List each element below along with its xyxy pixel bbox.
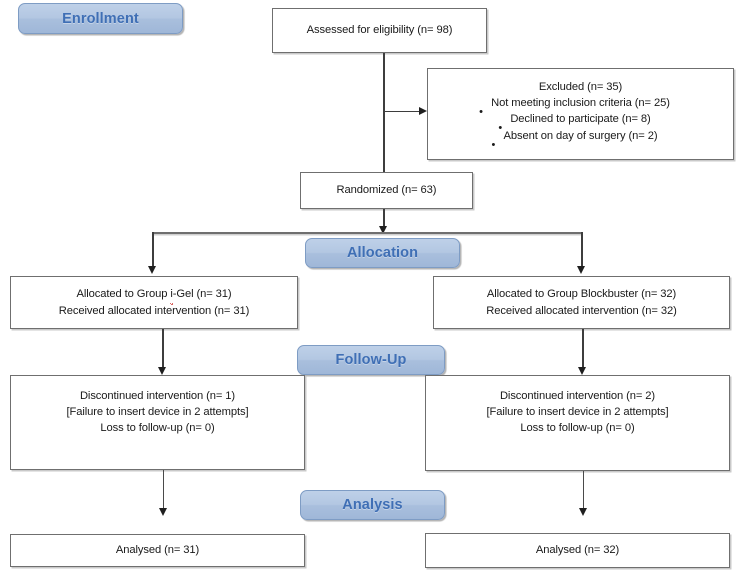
excluded-item-0: Not meeting inclusion criteria (n= 25) xyxy=(491,97,670,110)
arrowhead-left-followup xyxy=(158,367,166,375)
arrowhead-right-analysed xyxy=(579,508,587,516)
arrowhead-allocation-right xyxy=(577,266,585,274)
allocated-right-line-1: Allocated to Group Blockbuster (n= 32) xyxy=(486,288,677,301)
list-item: Absent on day of surgery (n= 2) xyxy=(428,128,733,154)
box-followup-blockbuster: Discontinued intervention (n= 2) [Failur… xyxy=(425,375,730,471)
connector-allocation-split-bar xyxy=(152,232,582,234)
connector-left-allocation-to-followup xyxy=(162,329,164,371)
randomized-line-1: Randomized (n= 63) xyxy=(336,184,437,197)
stage-banner-followup: Follow-Up xyxy=(297,345,445,375)
connector-right-allocation-to-followup xyxy=(582,329,584,371)
allocated-left-prefix: Allocated to Group xyxy=(76,288,171,301)
stage-banner-enrollment: Enrollment xyxy=(18,3,183,34)
box-allocated-blockbuster: Allocated to Group Blockbuster (n= 32) R… xyxy=(433,276,730,329)
box-analysed-igel: Analysed (n= 31) xyxy=(10,534,305,567)
followup-left-line-2: [Failure to insert device in 2 attempts] xyxy=(66,406,249,419)
excluded-item-1: Declined to participate (n= 8) xyxy=(510,113,651,126)
analysed-left-line-1: Analysed (n= 31) xyxy=(115,544,200,557)
stage-banner-analysis: Analysis xyxy=(300,490,445,520)
followup-right-line-2: [Failure to insert device in 2 attempts] xyxy=(486,406,669,419)
followup-left-line-3: Loss to follow-up (n= 0) xyxy=(100,422,215,435)
list-item: Not meeting inclusion criteria (n= 25) xyxy=(428,95,733,121)
misspelled-word: i xyxy=(170,286,174,305)
box-randomized: Randomized (n= 63) xyxy=(300,172,473,209)
arrowhead-randomized-split xyxy=(379,226,387,234)
list-item: Declined to participate (n= 8) xyxy=(428,111,733,137)
allocated-left-suffix: -Gel (n= 31) xyxy=(172,288,232,301)
arrowhead-allocation-left xyxy=(148,266,156,274)
allocated-right-line-2: Received allocated intervention (n= 32) xyxy=(486,304,677,317)
connector-right-followup-to-analysed xyxy=(583,471,585,511)
followup-right-line-3: Loss to follow-up (n= 0) xyxy=(520,422,635,435)
followup-left-line-1: Discontinued intervention (n= 1) xyxy=(79,390,236,402)
box-analysed-blockbuster: Analysed (n= 32) xyxy=(425,533,730,568)
allocated-left-line-1: Allocated to Group i-Gel (n= 31) xyxy=(76,286,232,305)
arrowhead-left-analysed xyxy=(159,508,167,516)
arrowhead-to-excluded xyxy=(419,107,427,115)
box-excluded: Excluded (n= 35) Not meeting inclusion c… xyxy=(427,68,734,160)
connector-left-followup-to-analysed xyxy=(163,470,165,511)
box-allocated-igel: Allocated to Group i-Gel (n= 31) Receive… xyxy=(10,276,298,329)
stage-banner-enrollment-label: Enrollment xyxy=(62,10,139,27)
arrowhead-right-followup xyxy=(578,367,586,375)
connector-allocation-left-drop xyxy=(152,232,154,270)
stage-banner-allocation: Allocation xyxy=(305,238,460,268)
stage-banner-allocation-label: Allocation xyxy=(346,245,419,261)
followup-right-line-1: Discontinued intervention (n= 2) xyxy=(499,390,656,402)
allocated-left-line-2: Received allocated intervention (n= 31) xyxy=(58,304,250,317)
connector-to-excluded xyxy=(383,111,421,113)
assessed-line-1: Assessed for eligibility (n= 98) xyxy=(306,24,453,37)
box-assessed-for-eligibility: Assessed for eligibility (n= 98) xyxy=(272,8,487,53)
excluded-item-2: Absent on day of surgery (n= 2) xyxy=(503,129,658,142)
connector-assessed-to-randomized xyxy=(383,53,385,173)
connector-allocation-right-drop xyxy=(581,232,583,270)
excluded-reason-list: Not meeting inclusion criteria (n= 25) D… xyxy=(428,95,733,154)
stage-banner-followup-label: Follow-Up xyxy=(335,352,407,368)
box-followup-igel: Discontinued intervention (n= 1) [Failur… xyxy=(10,375,305,470)
stage-banner-analysis-label: Analysis xyxy=(342,497,403,513)
excluded-heading: Excluded (n= 35) xyxy=(538,81,623,93)
connector-randomized-down xyxy=(383,209,385,230)
analysed-right-line-1: Analysed (n= 32) xyxy=(535,544,620,557)
